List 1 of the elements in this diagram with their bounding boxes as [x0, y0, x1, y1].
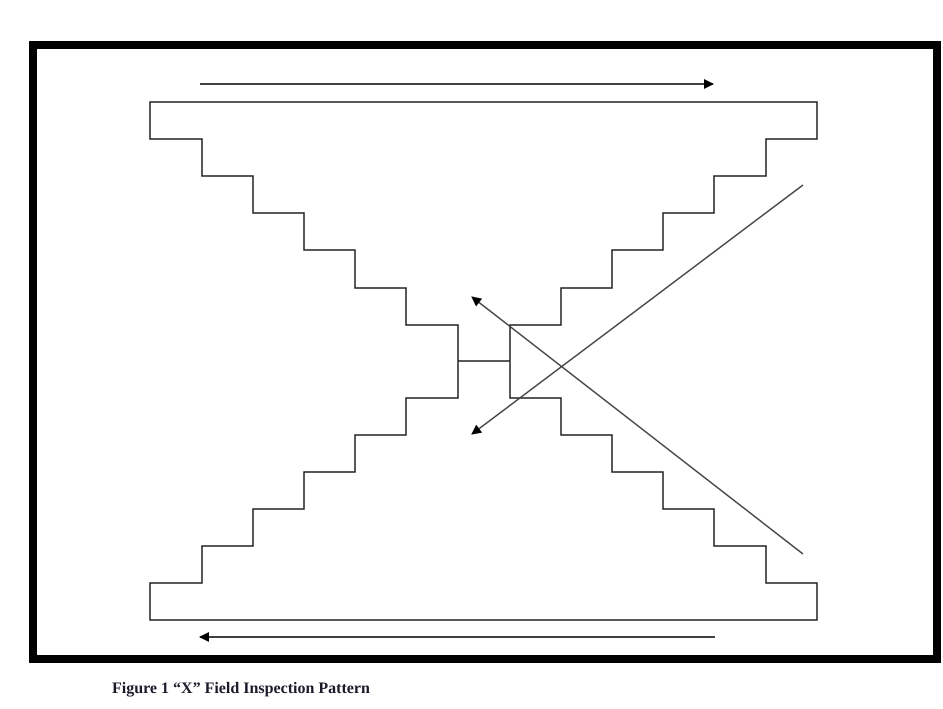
figure-caption: Figure 1 “X” Field Inspection Pattern: [112, 680, 370, 698]
